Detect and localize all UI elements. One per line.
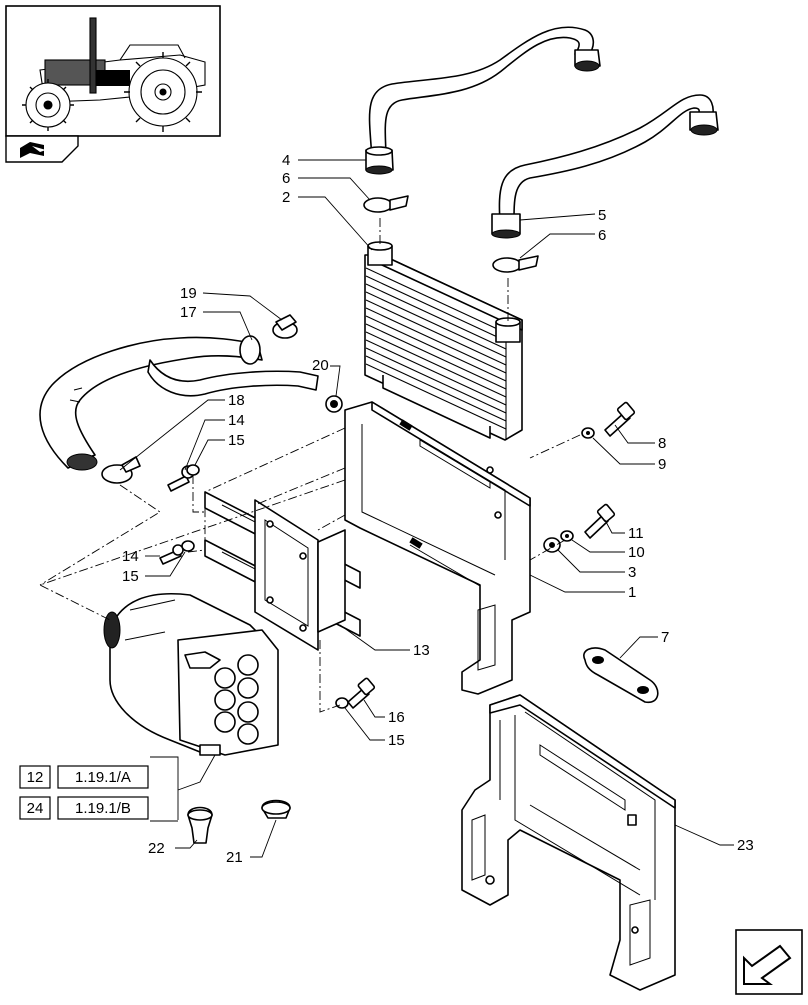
callout-15b: 15 — [122, 568, 139, 585]
callout-7: 7 — [661, 629, 669, 646]
clamp-20 — [325, 395, 343, 413]
callout-11: 11 — [628, 525, 644, 542]
callout-15c: 15 — [388, 732, 405, 749]
washer-15c — [335, 697, 349, 709]
callout-14b: 14 — [122, 548, 139, 565]
callout-21: 21 — [226, 849, 243, 866]
cooler-fins — [365, 267, 507, 440]
callout-6b: 6 — [598, 227, 606, 244]
bolt-16 — [347, 677, 376, 709]
reference-box-1[interactable]: 12 1.19.1/A — [19, 765, 149, 789]
callout-2: 2 — [282, 189, 290, 206]
callout-19: 19 — [180, 285, 197, 302]
hose-5 — [491, 94, 719, 239]
assembly-lines — [38, 218, 581, 713]
clamp-6b — [492, 255, 539, 273]
reference-code-2[interactable]: 1.19.1/B — [75, 800, 131, 817]
callout-5: 5 — [598, 207, 606, 224]
callout-22: 22 — [148, 840, 165, 857]
bracket-23 — [461, 694, 676, 991]
navigate-arrow-icon[interactable] — [735, 929, 803, 995]
plate-13 — [204, 491, 361, 651]
callout-16: 16 — [388, 709, 405, 726]
reference-qty-1: 12 — [27, 769, 44, 786]
washer-15a — [186, 464, 200, 476]
clamp-6a — [363, 195, 409, 213]
clamp-19 — [272, 314, 298, 339]
washer-9 — [581, 427, 595, 439]
intercooler-2 — [364, 241, 523, 441]
strap-7 — [583, 647, 659, 704]
callout-labels: 4 6 2 5 6 19 17 20 18 14 15 8 9 11 10 3 … — [122, 152, 754, 866]
reference-code-1[interactable]: 1.19.1/A — [75, 769, 131, 786]
callout-14a: 14 — [228, 412, 245, 429]
nut-3 — [543, 537, 561, 553]
clamp-18 — [101, 456, 141, 484]
callout-23: 23 — [737, 837, 754, 854]
bolt-14b — [159, 544, 184, 565]
callout-17: 17 — [180, 304, 197, 321]
leader-lines — [119, 159, 734, 858]
callout-3: 3 — [628, 564, 636, 581]
callout-6a: 6 — [282, 170, 290, 187]
callout-8: 8 — [658, 435, 666, 452]
bolt-8 — [604, 401, 636, 437]
callout-13: 13 — [413, 642, 430, 659]
compressor-assembly — [103, 592, 279, 756]
callout-20: 20 — [312, 357, 329, 374]
plug-21 — [261, 799, 291, 819]
callout-10: 10 — [628, 544, 645, 561]
reference-box-2[interactable]: 24 1.19.1/B — [19, 796, 149, 820]
callout-1: 1 — [628, 584, 636, 601]
callout-4: 4 — [282, 152, 290, 169]
callout-15a: 15 — [228, 432, 245, 449]
callout-18: 18 — [228, 392, 245, 409]
washer-10 — [560, 530, 574, 542]
book-arrow-icon[interactable] — [5, 135, 79, 163]
hose-4 — [365, 26, 601, 175]
washer-15b — [181, 540, 195, 552]
tractor-thumbnail-icon[interactable] — [5, 5, 221, 137]
hose-17 — [39, 335, 319, 471]
callout-9: 9 — [658, 456, 666, 473]
bolt-11 — [584, 503, 616, 539]
plug-22 — [187, 806, 213, 844]
bracket-1 — [344, 401, 531, 695]
reference-qty-2: 24 — [27, 800, 44, 817]
